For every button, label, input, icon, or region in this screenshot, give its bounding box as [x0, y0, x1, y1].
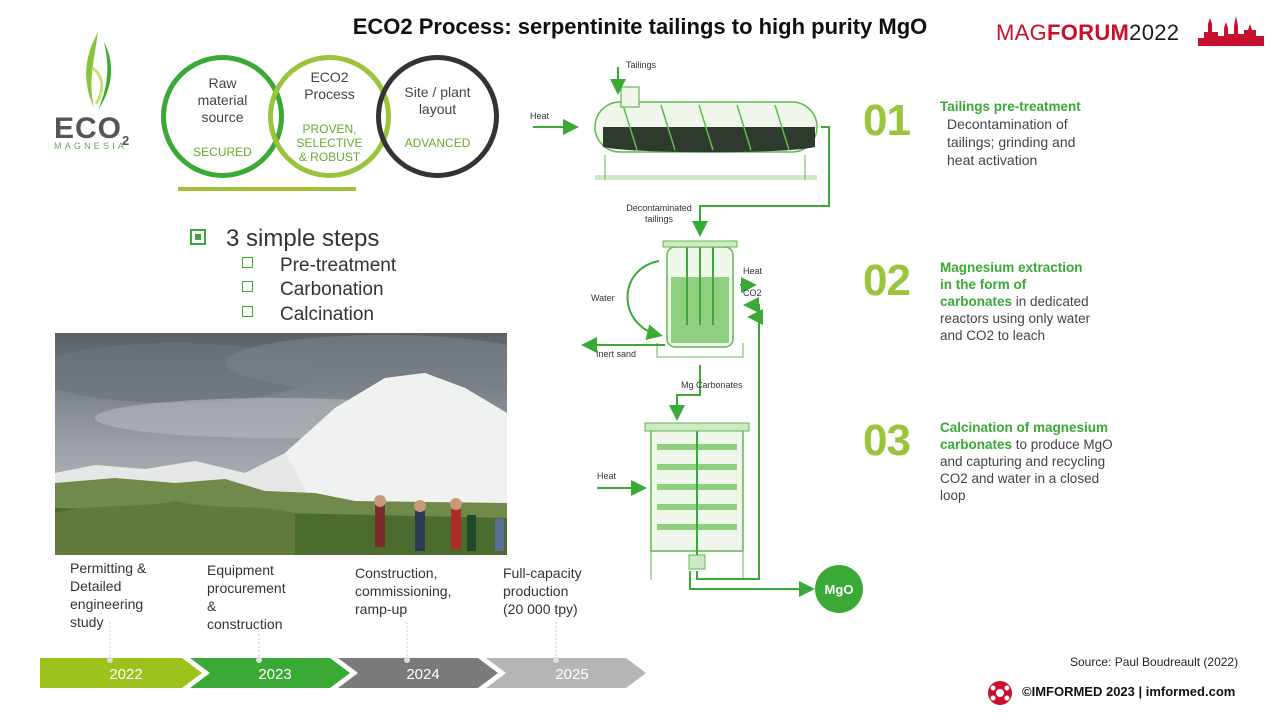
circle1-status: SECURED	[193, 145, 252, 159]
footer-copyright: ©IMFORMED 2023 | imformed.com	[1022, 684, 1236, 699]
label-water: Water	[591, 293, 615, 303]
timeline-year: 2023	[258, 666, 292, 683]
carbonation-reactor	[656, 240, 744, 358]
timeline-year: 2024	[406, 666, 440, 683]
label-mg-carbonates: Mg Carbonates	[681, 380, 743, 390]
label-inert-sand: Inert sand	[596, 349, 637, 359]
magforum-forum: FORUM	[1047, 20, 1130, 45]
circle-underline	[178, 187, 356, 191]
city-skyline-icon	[1198, 16, 1264, 46]
timeline-segment-2023	[190, 658, 350, 688]
timeline-year: 2022	[109, 666, 143, 683]
bullet-item: Calcination	[242, 304, 374, 326]
label-tailings: Tailings	[626, 60, 657, 70]
step-description: Magnesium extraction in the form of carb…	[940, 260, 1091, 343]
timeline-label: Construction,commissioning,ramp-up	[355, 565, 452, 617]
magforum-mag: MAG	[996, 20, 1048, 45]
source-note: Source: Paul Boudreault (2022)	[1070, 655, 1239, 669]
process-diagram	[533, 67, 863, 613]
square-bullet-icon	[242, 306, 253, 318]
eco2-leaf-icon	[86, 32, 112, 110]
step-description: Calcination of magnesium carbonates to p…	[940, 420, 1113, 503]
eco2-logo-sub: MAGNESIA	[54, 141, 128, 151]
slide-title: ECO2 Process: serpentinite tailings to h…	[352, 14, 928, 39]
checkbox-icon	[190, 228, 206, 245]
circle3-status: ADVANCED	[404, 136, 471, 150]
timeline-segment-2022	[40, 658, 202, 688]
timeline-segment-2025	[486, 658, 646, 688]
circle-site-layout	[376, 55, 499, 178]
timeline-segment-2024	[338, 658, 498, 688]
square-bullet-icon	[242, 281, 253, 293]
step-description: Tailings pre-treatment Decontamination o…	[940, 99, 1081, 168]
square-bullet-icon	[242, 257, 253, 269]
imformed-logo-icon	[988, 681, 1012, 705]
timeline-year: 2025	[555, 666, 589, 683]
pretreatment-kiln	[594, 86, 818, 180]
magforum-logo: MAGFORUM2022	[996, 20, 1179, 46]
step-number: 03	[863, 416, 911, 465]
step-number: 01	[863, 96, 911, 145]
label-heat: Heat	[743, 266, 763, 276]
step-number: 02	[863, 256, 911, 305]
timeline-bar	[40, 622, 646, 688]
label-co2: CO2	[743, 288, 762, 298]
bullet-main: 3 simple steps	[190, 225, 379, 253]
label-mgo: MgO	[824, 582, 854, 597]
label-heat: Heat	[597, 471, 617, 481]
bullet-item: Carbonation	[242, 279, 384, 301]
magforum-year: 2022	[1129, 20, 1180, 45]
mgo-product-circle	[815, 565, 863, 613]
bullet-item: Pre-treatment	[242, 255, 396, 277]
circle2-status: PROVEN,SELECTIVE& ROBUST	[296, 122, 363, 164]
site-photo	[55, 333, 507, 555]
label-heat: Heat	[530, 111, 550, 121]
calcination-kiln	[644, 422, 750, 580]
eco2-logo-text: ECO2	[54, 112, 131, 148]
